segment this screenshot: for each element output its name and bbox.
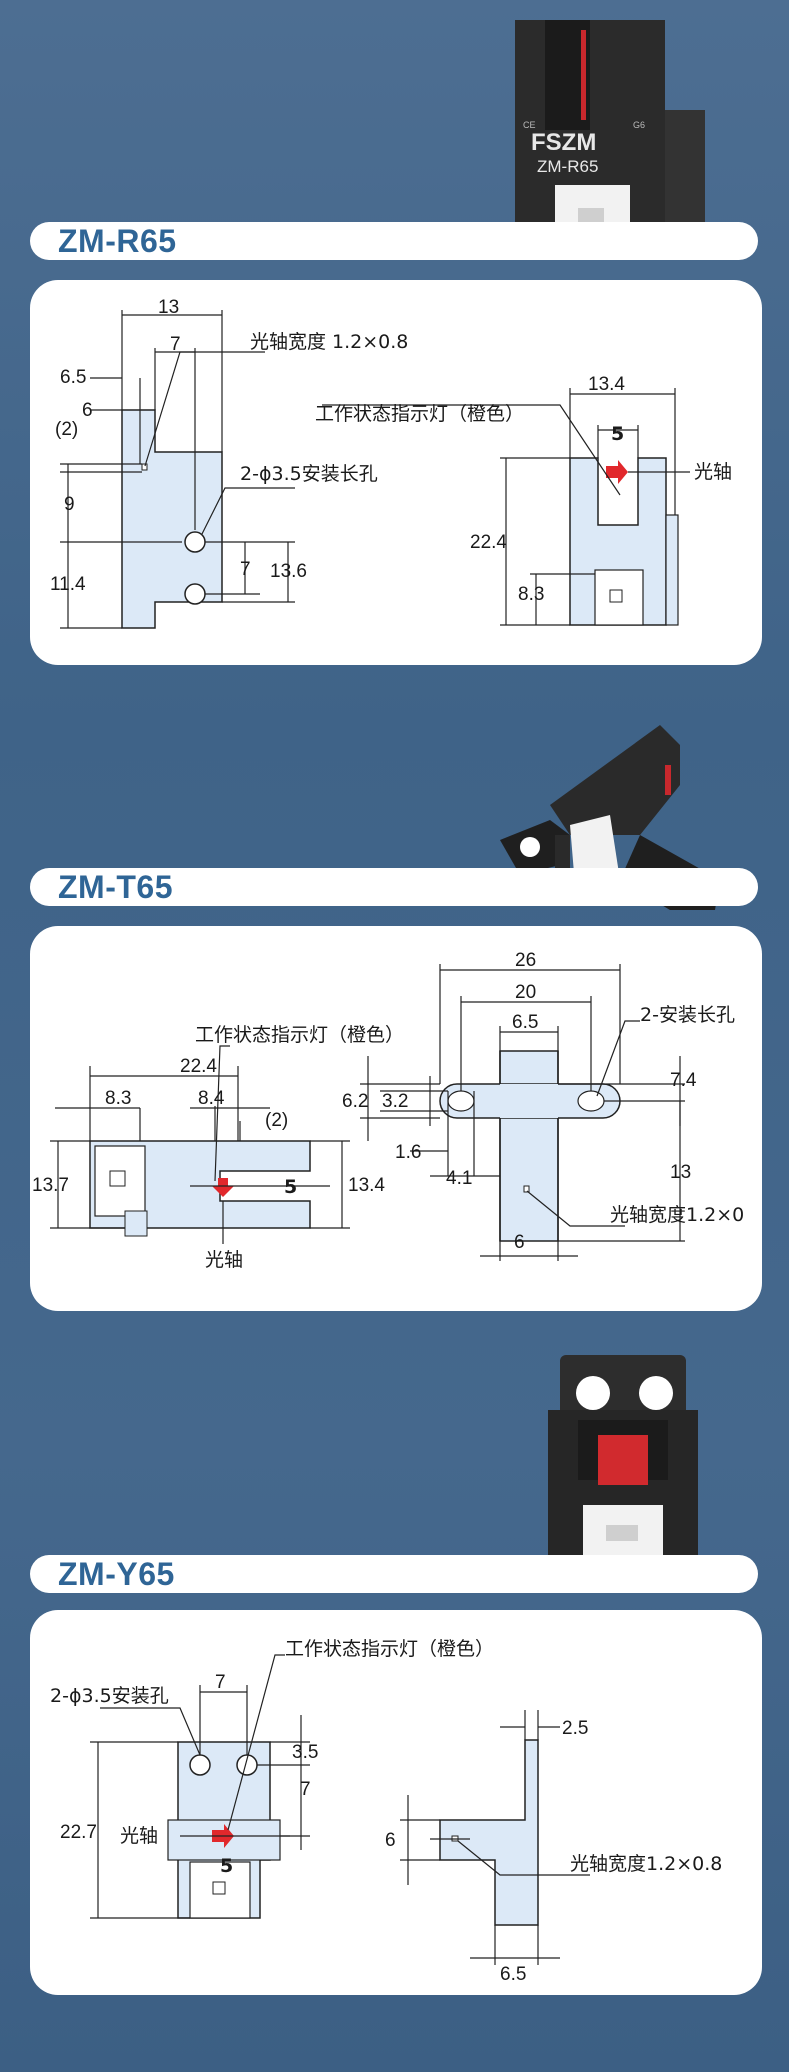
svg-text:13.4: 13.4 bbox=[348, 1175, 385, 1196]
model-label-bar: ZM-T65 bbox=[30, 868, 758, 906]
dimension-card-zm-y65: 7 3.5 7 22.7 5 光轴 工作状态指示灯（橙色） 2-ϕ3.5安装孔 … bbox=[30, 1610, 762, 1995]
svg-text:13: 13 bbox=[670, 1162, 691, 1183]
svg-text:CE: CE bbox=[523, 120, 536, 130]
svg-text:工作状态指示灯（橙色）: 工作状态指示灯（橙色） bbox=[315, 403, 524, 425]
svg-text:3.5: 3.5 bbox=[292, 1742, 318, 1763]
svg-text:7: 7 bbox=[215, 1672, 226, 1693]
dimension-card-zm-r65: 13 7 6.5 6 (2) 9 11.4 7 13.6 光轴宽度 1.2×0.… bbox=[30, 280, 762, 665]
svg-text:光轴: 光轴 bbox=[694, 461, 732, 483]
svg-text:工作状态指示灯（橙色）: 工作状态指示灯（橙色） bbox=[195, 1024, 404, 1046]
dimension-diagram: 7 3.5 7 22.7 5 光轴 工作状态指示灯（橙色） 2-ϕ3.5安装孔 … bbox=[50, 1638, 722, 1985]
svg-text:光轴宽度 1.2×0.8: 光轴宽度 1.2×0.8 bbox=[250, 331, 408, 353]
svg-text:8.3: 8.3 bbox=[105, 1088, 131, 1109]
svg-text:(2): (2) bbox=[55, 419, 78, 440]
svg-text:6.5: 6.5 bbox=[512, 1012, 538, 1033]
svg-text:7.4: 7.4 bbox=[670, 1070, 697, 1091]
svg-text:11.4: 11.4 bbox=[50, 574, 86, 595]
svg-text:FSZM: FSZM bbox=[531, 129, 596, 156]
svg-text:8.3: 8.3 bbox=[518, 584, 544, 605]
svg-text:13.6: 13.6 bbox=[270, 561, 307, 582]
svg-text:9: 9 bbox=[64, 494, 75, 515]
svg-text:6.5: 6.5 bbox=[60, 367, 86, 388]
dimension-card-zm-t65: 22.4 8.3 8.4 (2) 13.7 13.4 5 工作状态指示灯（橙色）… bbox=[30, 926, 762, 1311]
model-title: ZM-T65 bbox=[58, 869, 173, 905]
svg-text:光轴宽度1.2×0: 光轴宽度1.2×0 bbox=[610, 1204, 744, 1226]
svg-text:6.2: 6.2 bbox=[342, 1091, 368, 1112]
svg-text:2.5: 2.5 bbox=[562, 1718, 588, 1739]
svg-text:工作状态指示灯（橙色）: 工作状态指示灯（橙色） bbox=[285, 1638, 494, 1660]
svg-text:ZM-R65: ZM-R65 bbox=[537, 157, 598, 176]
svg-text:13.4: 13.4 bbox=[588, 374, 625, 395]
svg-text:6: 6 bbox=[385, 1830, 396, 1851]
svg-text:(2): (2) bbox=[265, 1110, 288, 1131]
svg-text:6: 6 bbox=[82, 400, 93, 421]
svg-text:4.1: 4.1 bbox=[446, 1168, 472, 1189]
svg-text:7: 7 bbox=[170, 334, 181, 355]
svg-text:2-ϕ3.5安装孔: 2-ϕ3.5安装孔 bbox=[50, 1685, 169, 1707]
svg-text:5: 5 bbox=[220, 1855, 233, 1877]
svg-text:8.4: 8.4 bbox=[198, 1088, 225, 1109]
svg-text:光轴宽度1.2×0.8: 光轴宽度1.2×0.8 bbox=[570, 1853, 722, 1875]
svg-text:1.6: 1.6 bbox=[395, 1142, 421, 1163]
svg-text:5: 5 bbox=[284, 1176, 297, 1198]
svg-text:光轴: 光轴 bbox=[205, 1249, 243, 1271]
svg-text:7: 7 bbox=[300, 1779, 311, 1800]
svg-text:22.4: 22.4 bbox=[180, 1056, 217, 1077]
svg-text:6.5: 6.5 bbox=[500, 1964, 526, 1985]
svg-text:6: 6 bbox=[514, 1232, 525, 1253]
svg-text:13.7: 13.7 bbox=[32, 1175, 69, 1196]
svg-text:5: 5 bbox=[611, 423, 624, 445]
svg-text:光轴: 光轴 bbox=[120, 1825, 158, 1847]
model-label-bar: ZM-Y65 bbox=[30, 1555, 758, 1593]
model-title: ZM-Y65 bbox=[58, 1556, 175, 1592]
svg-text:2-ϕ3.5安装长孔: 2-ϕ3.5安装长孔 bbox=[240, 463, 378, 485]
svg-text:G6: G6 bbox=[633, 120, 645, 130]
svg-text:3.2: 3.2 bbox=[382, 1091, 408, 1112]
svg-text:26: 26 bbox=[515, 950, 536, 971]
model-label-bar: ZM-R65 bbox=[30, 222, 758, 260]
svg-text:2-安装长孔: 2-安装长孔 bbox=[640, 1004, 735, 1026]
dimension-diagram: 22.4 8.3 8.4 (2) 13.7 13.4 5 工作状态指示灯（橙色）… bbox=[32, 950, 744, 1271]
svg-text:7: 7 bbox=[240, 559, 251, 580]
svg-text:13: 13 bbox=[158, 297, 179, 318]
svg-text:22.7: 22.7 bbox=[60, 1822, 97, 1843]
svg-text:22.4: 22.4 bbox=[470, 532, 507, 553]
svg-text:20: 20 bbox=[515, 982, 536, 1003]
dimension-diagram: 13 7 6.5 6 (2) 9 11.4 7 13.6 光轴宽度 1.2×0.… bbox=[50, 297, 732, 629]
model-title: ZM-R65 bbox=[58, 223, 177, 259]
